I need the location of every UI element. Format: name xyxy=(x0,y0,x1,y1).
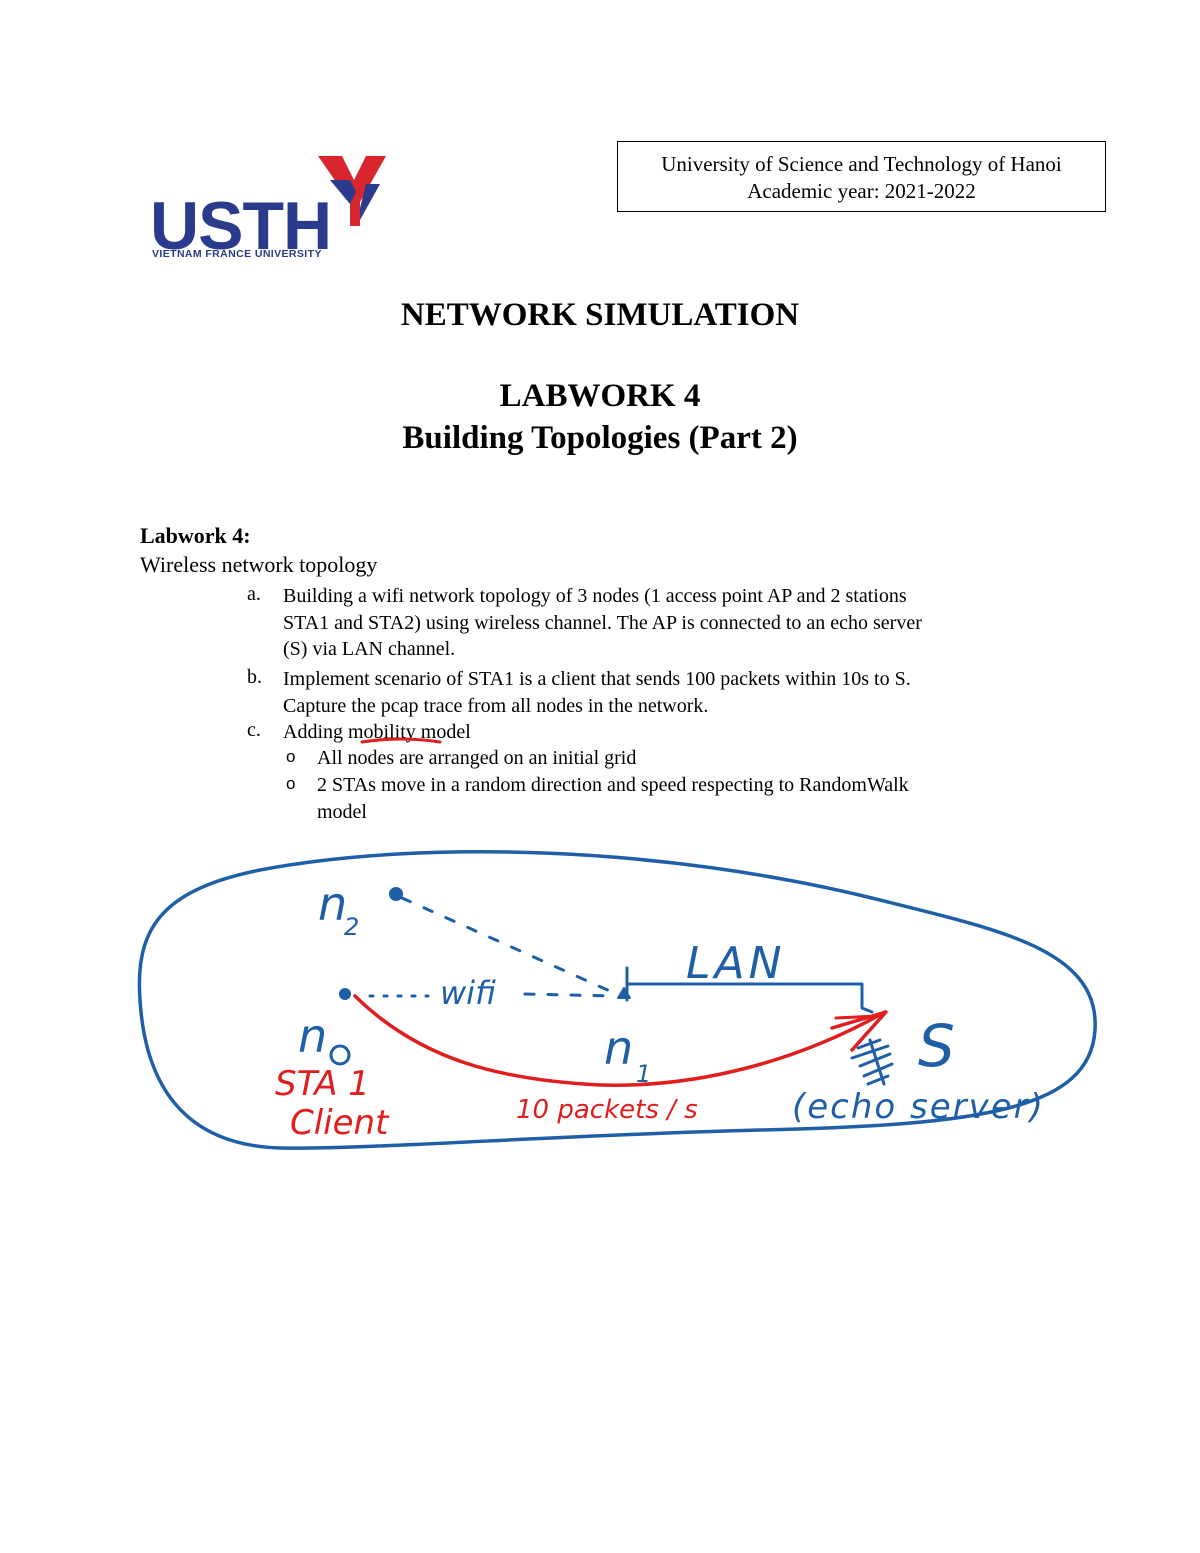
label-n1-sub: 1 xyxy=(636,1060,651,1088)
university-name: University of Science and Technology of … xyxy=(661,152,1062,176)
label-wifi: wifi xyxy=(440,974,496,1012)
item-a-text: Building a wifi network topology of 3 no… xyxy=(283,583,922,663)
section-heading: Wireless network topology xyxy=(140,552,378,577)
logo-wordmark: USTH xyxy=(150,188,332,264)
item-c-marker: c. xyxy=(247,719,261,741)
node-n0-scribble xyxy=(329,1044,351,1066)
subitem-2-line-1: 2 STAs move in a random direction and sp… xyxy=(317,774,909,796)
label-n1: n xyxy=(604,1021,633,1075)
item-b-text: Implement scenario of STA1 is a client t… xyxy=(283,666,911,719)
logo-tagline: VIETNAM FRANCE UNIVERSITY xyxy=(152,248,322,260)
node-n0-marker xyxy=(339,988,351,1000)
traffic-arrow-stroke xyxy=(834,1014,880,1020)
wireless-link-n2 xyxy=(400,896,614,994)
node-n1-marker xyxy=(617,987,631,999)
subitem-2-line-2: model xyxy=(317,800,367,823)
item-a-marker: a. xyxy=(247,583,261,605)
item-b-line-2: Capture the pcap trace from all nodes in… xyxy=(283,694,709,717)
usth-logo: USTH VIETNAM FRANCE UNIVERSITY xyxy=(150,150,390,262)
network-boundary xyxy=(137,850,1097,1150)
label-server: S xyxy=(918,1012,955,1080)
wireless-link-n0-dashes xyxy=(523,992,617,998)
traffic-path xyxy=(353,994,887,1087)
course-title: NETWORK SIMULATION xyxy=(400,297,800,333)
item-a-line-3: (S) via LAN channel. xyxy=(283,638,456,660)
server-scribble xyxy=(850,1038,894,1086)
mobility-underline xyxy=(360,737,442,744)
university-info-box: University of Science and Technology of … xyxy=(617,141,1106,212)
subitem-2-text: 2 STAs move in a random direction and sp… xyxy=(317,772,909,825)
traffic-arrowhead xyxy=(830,1010,888,1052)
item-b-marker: b. xyxy=(247,666,262,688)
section-label: Labwork 4: xyxy=(140,523,251,548)
item-b-line-1: Implement scenario of STA1 is a client t… xyxy=(283,668,911,690)
label-sta1: STA 1 xyxy=(275,1064,370,1104)
academic-year: Academic year: 2021-2022 xyxy=(747,179,976,203)
label-n2-sub: 2 xyxy=(344,913,359,941)
label-client: Client xyxy=(290,1103,390,1143)
label-rate: 10 packets / s xyxy=(516,1095,698,1125)
label-echo-server: (echo server) xyxy=(792,1087,1045,1127)
label-n0: n xyxy=(298,1009,327,1063)
logo-emblem-icon xyxy=(318,156,386,226)
item-c-text: Adding mobility model xyxy=(283,721,471,743)
subitem-1-bullet: o xyxy=(286,747,296,766)
lab-subtitle: Building Topologies (Part 2) xyxy=(402,420,798,456)
lab-title: LABWORK 4 xyxy=(499,378,701,414)
label-n2: n xyxy=(318,877,347,931)
label-lan: LAN xyxy=(686,938,786,989)
node-n2-marker xyxy=(389,887,403,901)
subitem-1-text: All nodes are arranged on an initial gri… xyxy=(317,747,637,769)
item-a-line-1: Building a wifi network topology of 3 no… xyxy=(283,585,907,607)
subitem-2-bullet: o xyxy=(286,774,296,793)
item-a-line-2: STA1 and STA2) using wireless channel. T… xyxy=(283,611,922,634)
